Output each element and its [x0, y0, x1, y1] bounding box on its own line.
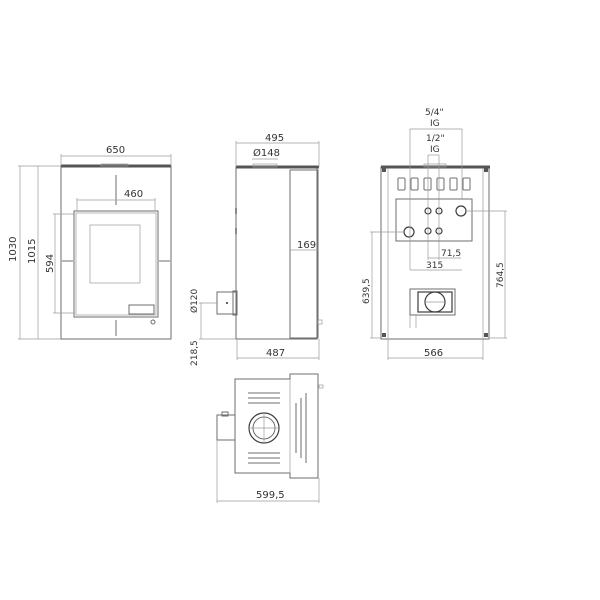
pipe-five-quarter-1 [455, 205, 467, 217]
back-flue-outlet-frame [409, 288, 456, 316]
dim-spacing-small: 71,5 [441, 249, 461, 259]
front-view: 650 460 1030 1015 594 [8, 145, 172, 340]
dim-spacing-large: 315 [426, 261, 443, 271]
dim-front-height: 1030 [8, 237, 19, 262]
dim-air-inlet-height: 218,5 [190, 340, 200, 366]
dim-flue-diameter: Ø148 [253, 147, 280, 159]
side-body-outline [235, 166, 318, 340]
front-glass [89, 224, 141, 284]
pipe-five-quarter-2 [403, 226, 415, 238]
dim-height-right: 764,5 [496, 262, 506, 288]
front-door [73, 210, 159, 318]
dim-height-left: 639,5 [362, 278, 372, 304]
dim-pipe-small-thread: IG [430, 145, 440, 155]
dim-door-height: 594 [45, 254, 56, 273]
dim-back-width: 566 [424, 348, 443, 359]
back-connection-plate [395, 198, 473, 242]
side-panel [289, 169, 319, 339]
back-body-outline [380, 166, 490, 340]
dim-side-depth-top: 495 [265, 133, 284, 144]
dim-side-depth-bottom: 487 [266, 348, 285, 359]
dim-pipe-small: 1/2" [426, 134, 445, 144]
top-air-inlet [216, 414, 236, 441]
top-view: 599,5 [216, 373, 324, 503]
front-ash-handle [128, 304, 155, 315]
back-view: 5/4" IG 1/2" IG 71,5 315 639,5 764,5 566 [362, 108, 507, 360]
side-flue-collar [252, 163, 278, 168]
dim-side-panel: 169 [297, 240, 316, 251]
dim-pipe-large-thread: IG [430, 119, 440, 129]
side-view: 495 Ø148 169 487 Ø120 218,5 [189, 133, 323, 366]
top-body-outline [234, 373, 319, 479]
back-vent-slots [397, 177, 471, 191]
dim-top-depth: 599,5 [256, 490, 285, 501]
dim-body-height: 1015 [27, 239, 38, 264]
dim-pipe-large: 5/4" [425, 108, 444, 118]
dim-air-inlet-diameter: Ø120 [189, 288, 200, 313]
dim-front-width: 650 [106, 145, 125, 156]
dim-door-width: 460 [124, 189, 143, 200]
